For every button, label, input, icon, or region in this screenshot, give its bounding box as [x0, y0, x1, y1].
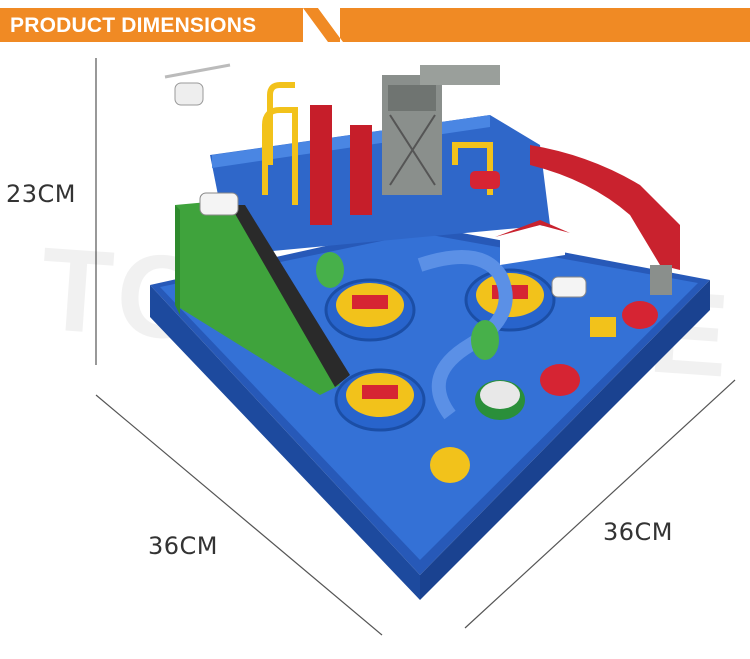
depth-line [464, 379, 736, 629]
product-image [150, 63, 710, 600]
depth-label: 36CM [603, 518, 674, 546]
banner-stripes [303, 8, 750, 42]
banner-bar [0, 8, 303, 42]
width-line [95, 394, 383, 636]
section-banner: PRODUCT DIMENSIONS [0, 8, 750, 42]
height-label: 23CM [6, 180, 77, 208]
banner-title: PRODUCT DIMENSIONS [10, 14, 257, 37]
width-label: 36CM [148, 532, 219, 560]
